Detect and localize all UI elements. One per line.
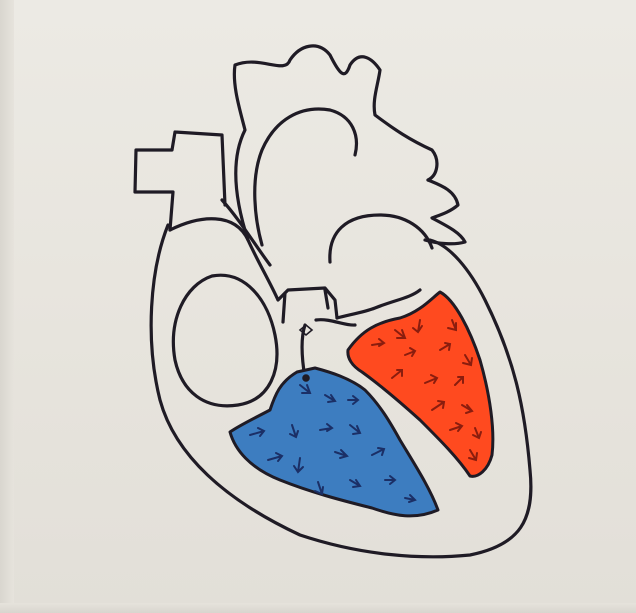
pulmonary-trunk xyxy=(330,215,432,262)
aorta-inner xyxy=(255,109,357,245)
septum-lines xyxy=(170,200,337,322)
right-atrium xyxy=(173,275,277,406)
aorta-branch-right xyxy=(425,180,465,244)
superior-vena-cava xyxy=(135,132,225,230)
